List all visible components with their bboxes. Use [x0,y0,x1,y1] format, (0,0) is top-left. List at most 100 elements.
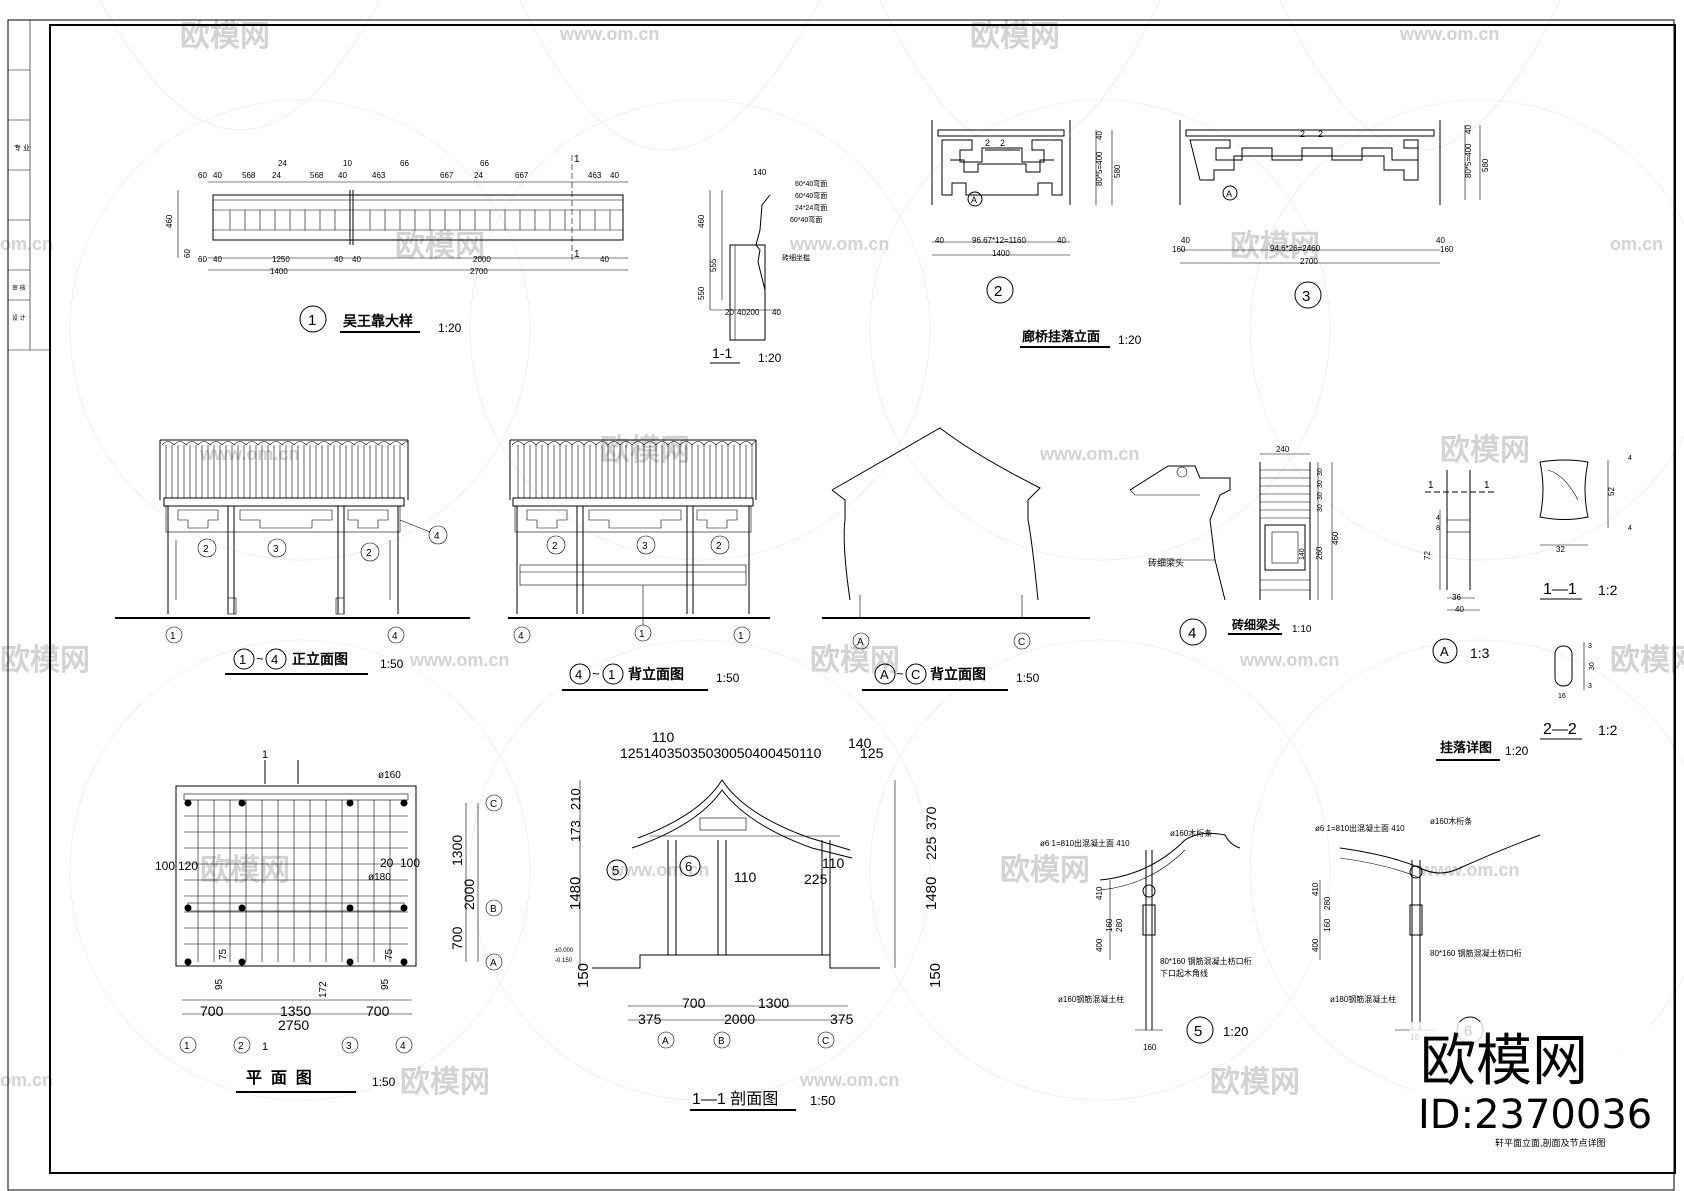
dim: 225 [804,871,828,887]
watermark-site: www.om.cn [789,234,889,254]
detail-title: 廊桥挂落立面 [1022,329,1100,344]
detail-scale: 1:20 [1505,744,1529,758]
dim: 400 [752,745,776,761]
back-elevation: 2 3 2 4 1 1 4 ~ 1 背立面图 1:50 [508,439,770,691]
tag: 3 [642,541,648,552]
detail-title: 吴王靠大样 [343,313,413,329]
watermark-brand: 欧模网 [1210,1066,1300,1099]
dim: 460 [697,214,706,228]
title-axis: C [911,667,920,682]
dim: 24 [474,171,483,180]
dim: 140 [643,745,667,761]
axis-label: 1 [170,631,176,642]
dim: 40 [1095,131,1104,140]
plan-scale: 1:50 [372,1075,396,1089]
side-elevation: A C A ~ C 背立面图 1:50 [822,427,1090,691]
tag: 3 [273,544,279,555]
tag: 2 [366,548,372,559]
node-detail-6: 410 280 160 400 16 ø6 1=810出混凝土面 410 ø16… [1311,816,1541,1044]
note: 60*40弯面 [790,215,822,224]
section-title: 2—2 [1543,721,1577,738]
hanging-fascia-2: A 2 2 96.67*12=1160 1400 40 40 40 80*5=4… [931,120,1142,348]
titleblock-cell: 审 核 [12,284,26,292]
dim-total: 1400 [270,267,288,276]
detail-number-circle [299,305,327,333]
section-title: 1-1 [712,345,732,361]
plan-title: 平 面 图 [246,1069,312,1087]
cut-label: 2 [985,138,990,148]
dim: 40 [334,255,343,264]
roof-tiles [161,441,409,498]
dim: 140 [848,735,872,751]
titleblock-cell: 专 业 [14,143,30,152]
cut-label: 2 [1000,138,1005,148]
dim: 580 [1481,158,1490,172]
title-axis: 4 [575,667,582,682]
dim: 400 [1311,938,1320,952]
dim: 667 [440,171,454,180]
detail-number: 5 [1194,1023,1202,1040]
dim: 1350 [280,1003,311,1019]
dim: 1250 [272,255,290,264]
dim: 568 [310,171,324,180]
dim: 160 [1105,918,1114,932]
dim: 125 [620,745,644,761]
dim: 410 [1311,882,1320,896]
timber-purlin [1142,884,1156,898]
dim: 700 [682,995,706,1011]
section-tag [1222,185,1238,201]
tag: 2 [203,544,209,555]
dim: 36 [1452,593,1461,602]
cut-label: 2 [1318,129,1323,139]
front-elevation: 2 3 2 4 1 4 1 ~ 4 正立面图 1:50 [115,439,470,675]
plan-view: 1 1 ø160 ø180 100 120 20 100 700 1350 70… [155,749,503,1093]
elevation-scale: 1:50 [1016,671,1040,685]
watermark-site: om.cn [0,234,53,254]
timber-purlin [1409,865,1423,879]
cut-label: 1 [1428,480,1434,491]
detail-number: 1 [308,312,316,329]
watermark-brand: 欧模网 [810,644,900,677]
dim: 280 [1115,918,1124,932]
axis-label: 4 [400,1041,406,1052]
section-tag [967,191,983,207]
detail-title: 挂落详图 [1440,740,1492,755]
dim: 40 [737,308,746,317]
dim: 2000 [724,1011,755,1027]
hanger-detail: 1 1 4 8 72 36 40 A 1:3 4 52 4 32 1—1 1:2… [1423,455,1632,761]
detail-number-circle [1179,618,1207,646]
pillar-label: ø160 [378,770,401,781]
note: ø160钢筋混凝土柱 [1058,994,1124,1004]
plan-outline [175,785,417,967]
dim: 30 [1317,480,1324,488]
note: 24*24弯面 [795,203,827,212]
title-axis: 1 [608,667,615,682]
watermark-site: om.cn [1610,234,1663,254]
dim: 24 [272,171,281,180]
dim: 60 [198,171,207,180]
axis-label: C [490,799,497,810]
dim: 667 [515,171,529,180]
detail-number: 2 [994,283,1002,300]
note: 60*40弯面 [795,179,827,188]
dim: 40 [772,308,781,317]
dim: 40 [1436,236,1445,245]
title-tilde: ~ [256,651,264,666]
dim: 96.67*12=1160 [972,236,1026,245]
axis-label: 4 [518,631,524,642]
dim: 160 [1143,1043,1157,1052]
dim-total: 2700 [470,267,488,276]
dim-total: 2700 [1300,257,1318,266]
dim: 160 [1323,918,1332,932]
detail-scale: 1:20 [1223,1024,1248,1039]
lattice-pattern [1189,139,1419,181]
dim: 700 [449,926,465,950]
cut-label: 1 [262,749,268,761]
dim: 300 [713,745,737,761]
watermark-layer: 欧模网 www.om.cn 欧模网 www.om.cn om.cn 欧模网 ww… [0,0,1684,1101]
dim: 66 [400,159,409,168]
tag-label: A [971,195,977,205]
node-detail-5: 410 160 280 400 160 ø6 1=810出混凝土面 410 ø1… [1040,828,1252,1052]
dim: 172 [318,981,329,998]
